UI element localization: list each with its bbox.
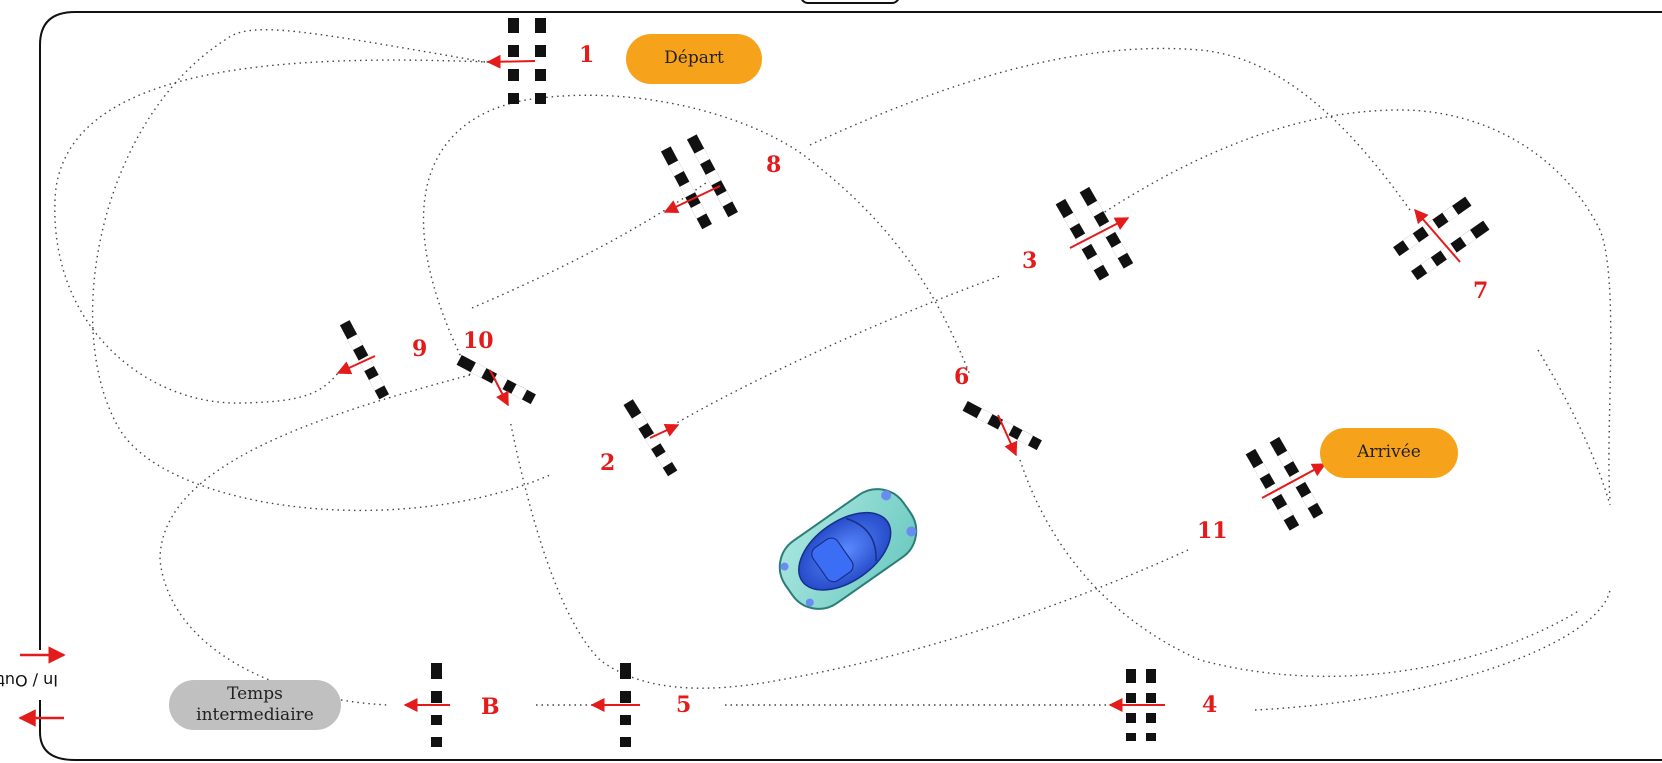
gate-5 bbox=[592, 663, 640, 747]
gate-11 bbox=[1246, 437, 1325, 531]
course-boundary bbox=[40, 12, 1662, 760]
in-out-label: In / Out bbox=[18, 670, 58, 690]
checkpoint-8: 8 bbox=[766, 152, 781, 178]
depart-text: Départ bbox=[664, 48, 724, 69]
gate-4 bbox=[1110, 669, 1165, 741]
gate-2 bbox=[624, 399, 678, 476]
checkpoint-3: 3 bbox=[1022, 248, 1037, 274]
arrivee-text: Arrivée bbox=[1357, 442, 1421, 463]
gate-3 bbox=[1056, 187, 1134, 281]
gate-6 bbox=[963, 401, 1042, 455]
gate-1 bbox=[488, 18, 546, 104]
depart-label: Départ bbox=[626, 34, 762, 84]
arrow-icon bbox=[488, 61, 535, 62]
gate-b bbox=[405, 663, 450, 747]
checkpoint-b: B bbox=[481, 694, 500, 720]
arrow-icon bbox=[650, 425, 678, 438]
temps-intermediaire-label: Temps intermediaire bbox=[169, 680, 341, 730]
checkpoint-7: 7 bbox=[1473, 278, 1488, 304]
checkpoint-11: 11 bbox=[1197, 518, 1228, 544]
trajectory-lines bbox=[55, 30, 1611, 710]
top-tab bbox=[800, 0, 900, 4]
arrivee-label: Arrivée bbox=[1320, 428, 1458, 478]
checkpoint-4: 4 bbox=[1202, 692, 1217, 718]
car-icon bbox=[767, 477, 929, 622]
checkpoint-2: 2 bbox=[600, 450, 615, 476]
gate-8 bbox=[661, 134, 738, 229]
checkpoint-10: 10 bbox=[463, 328, 494, 354]
checkpoint-6: 6 bbox=[954, 364, 969, 390]
checkpoint-1: 1 bbox=[579, 42, 594, 68]
temps-line-1: Temps bbox=[227, 684, 283, 705]
gate-10 bbox=[457, 355, 536, 405]
gate-9 bbox=[338, 320, 389, 399]
gate-7 bbox=[1393, 197, 1489, 280]
checkpoint-5: 5 bbox=[676, 692, 691, 718]
temps-line-2: intermediaire bbox=[196, 705, 314, 726]
checkpoint-9: 9 bbox=[412, 336, 427, 362]
